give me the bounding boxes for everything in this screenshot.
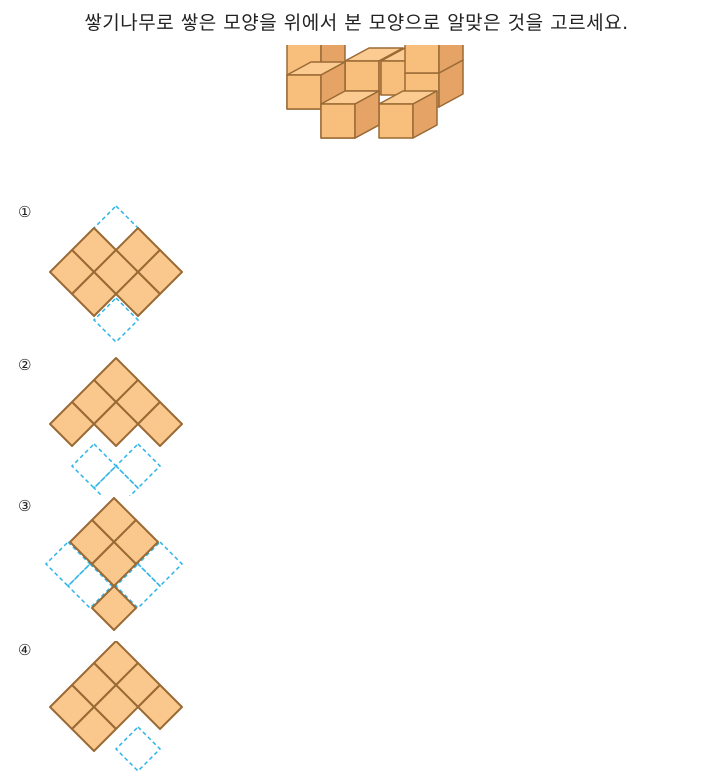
tiles: [49, 641, 183, 752]
top-view-diagram: [49, 641, 183, 773]
cube-face: [344, 60, 380, 96]
stacked-blocks-figure: [286, 45, 464, 139]
tiles: [49, 227, 183, 317]
cube-face: [412, 90, 438, 139]
tiles: [69, 497, 159, 631]
top-view-diagram: [44, 497, 184, 631]
cube-face: [354, 90, 380, 139]
cube-face: [286, 74, 322, 110]
option-number: ③: [18, 497, 32, 515]
cube-face: [404, 45, 440, 74]
dashed-outline: [70, 442, 162, 496]
top-view-diagram: [49, 204, 183, 344]
option-number: ②: [18, 356, 32, 374]
tiles: [49, 357, 183, 447]
cube-face: [378, 103, 414, 139]
question-text: 쌓기나무로 쌓은 모양을 위에서 본 모양으로 알맞은 것을 고르세요.: [84, 12, 629, 34]
top-view-diagram: [49, 357, 183, 496]
cube-face: [438, 45, 464, 74]
option-number: ①: [18, 203, 32, 221]
cube-face: [320, 103, 356, 139]
dashed-outline: [114, 725, 162, 773]
option-number: ④: [18, 641, 32, 659]
